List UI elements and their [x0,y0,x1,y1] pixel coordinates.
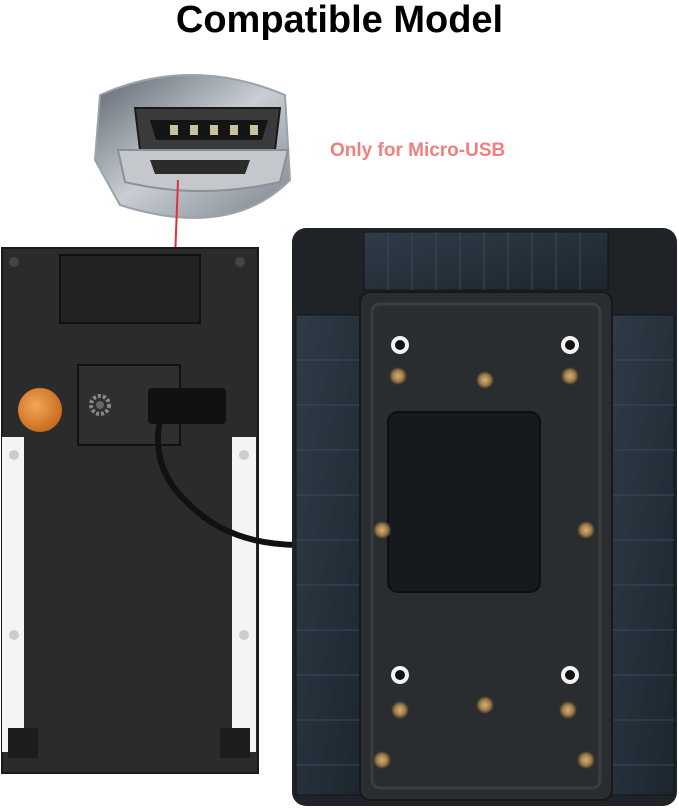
orange-reset-button [18,388,62,432]
micro-usb-connector-icon [116,107,290,192]
mounting-screws [373,336,595,769]
micro-usb-plug [148,388,226,424]
gear-icon [89,394,111,416]
micro-usb-callout: Only for Micro-USB [330,140,506,161]
doorbell-back-device [1,247,259,774]
page-title: Compatible Model [175,0,504,41]
solar-charger-device [292,228,677,806]
micro-usb-zoom-view [93,74,292,219]
